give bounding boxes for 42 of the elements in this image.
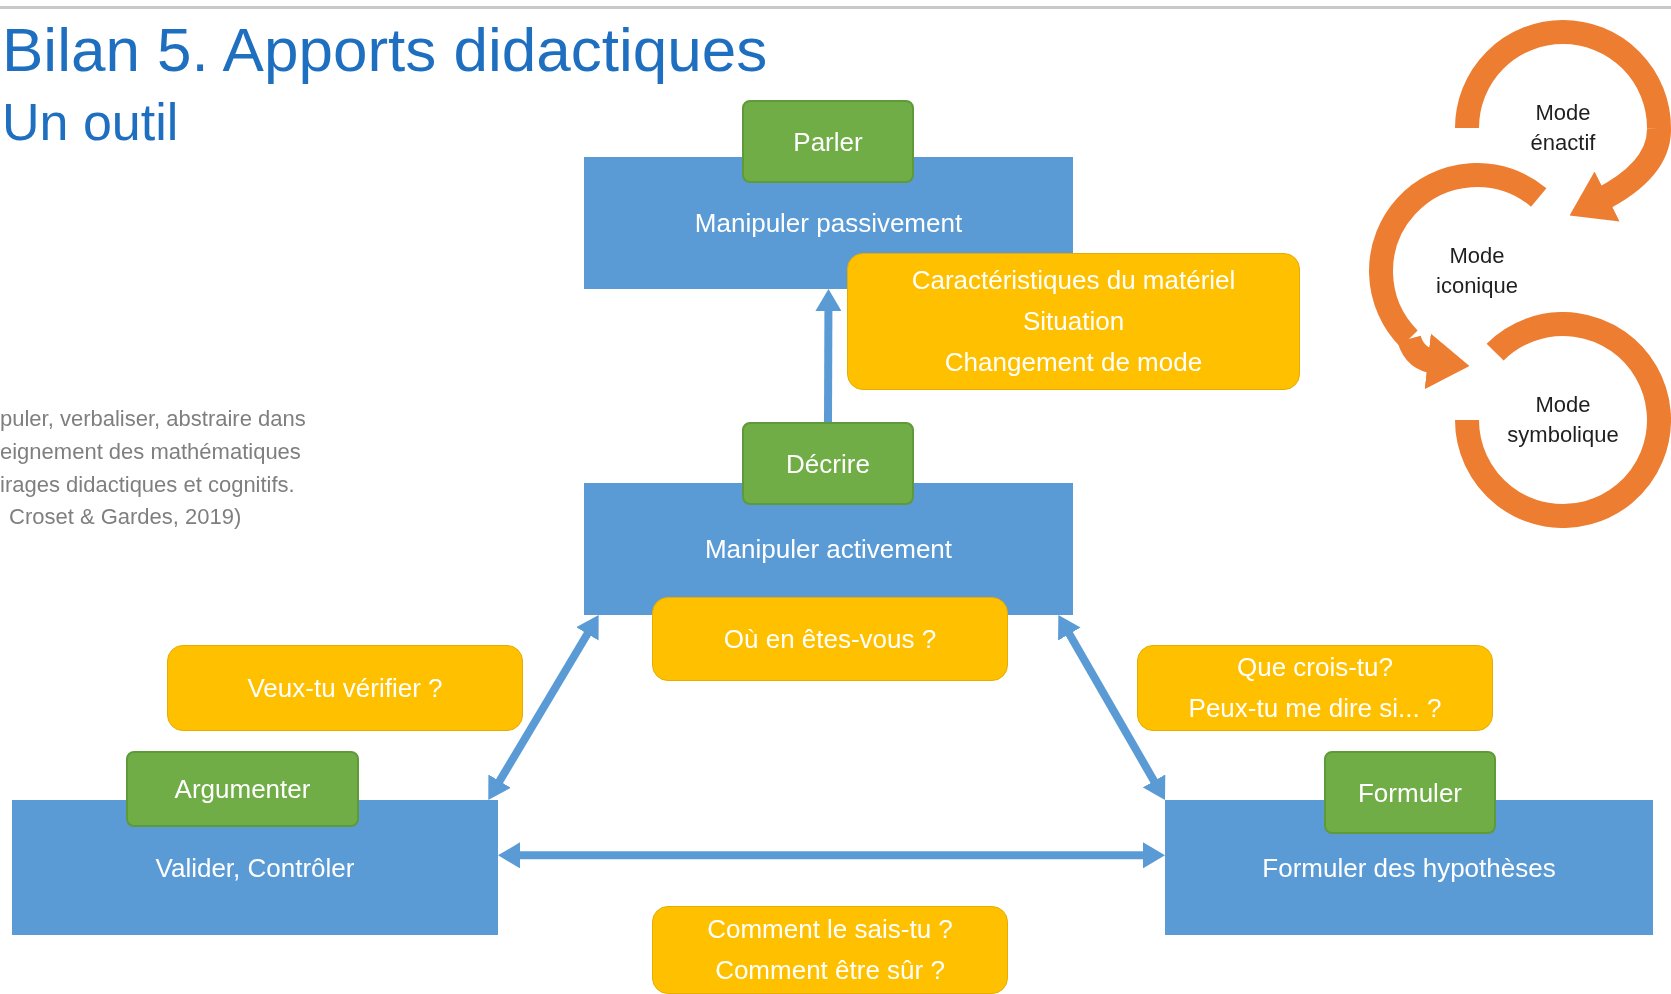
double-arrow bbox=[488, 615, 599, 800]
box-text: Comment être sûr ? bbox=[715, 954, 945, 987]
question-card bbox=[652, 597, 1008, 681]
box-text: Mode iconique bbox=[1435, 242, 1519, 300]
question-card bbox=[847, 253, 1300, 390]
box-text: Valider, Contrôler bbox=[155, 851, 355, 885]
question-card bbox=[167, 645, 523, 731]
box-text: Peux-tu me dire si... ? bbox=[1188, 692, 1442, 725]
stage-tab bbox=[742, 100, 914, 183]
box-text: Situation bbox=[1022, 305, 1125, 338]
question-card bbox=[652, 906, 1008, 994]
stage-tab bbox=[1324, 751, 1496, 834]
box-text: Où en êtes-vous ? bbox=[723, 622, 937, 656]
arrow bbox=[815, 289, 842, 422]
box-text: Changement de mode bbox=[944, 346, 1203, 379]
reference-text: puler, verbaliser, abstraire dans bbox=[0, 405, 306, 433]
box-text: Parler bbox=[793, 125, 863, 159]
mode-ring bbox=[1455, 312, 1671, 528]
box-text: Mode énactif bbox=[1529, 99, 1597, 157]
box-text: Manipuler passivement bbox=[694, 207, 963, 240]
double-arrow bbox=[498, 842, 1165, 869]
box-text: Formuler des hypothèses bbox=[1262, 851, 1556, 885]
box-text: Caractéristiques du matériel bbox=[911, 264, 1236, 297]
box-text: Veux-tu vérifier ? bbox=[247, 671, 443, 705]
box-text: Mode symbolique bbox=[1506, 391, 1620, 449]
box-text: Comment le sais-tu ? bbox=[707, 913, 953, 946]
box-text: Formuler bbox=[1358, 776, 1462, 810]
process-box bbox=[1165, 800, 1653, 935]
double-arrow bbox=[1058, 615, 1166, 800]
question-card bbox=[1137, 645, 1493, 731]
reference-text: Croset & Gardes, 2019) bbox=[9, 503, 242, 531]
curved-arrow bbox=[1397, 333, 1470, 389]
subtitle: Un outil bbox=[2, 92, 179, 152]
reference-text: eignement des mathématiques bbox=[0, 438, 301, 466]
reference-text: irages didactiques et cognitifs. bbox=[0, 471, 295, 499]
box-text: Que crois-tu? bbox=[1236, 651, 1394, 684]
box-text: Manipuler activement bbox=[704, 533, 953, 566]
stage-tab bbox=[126, 751, 359, 827]
title: Bilan 5. Apports didactiques bbox=[2, 14, 768, 86]
box-text: Décrire bbox=[786, 447, 870, 481]
stage-tab bbox=[742, 422, 914, 505]
box-text: Argumenter bbox=[174, 773, 311, 806]
